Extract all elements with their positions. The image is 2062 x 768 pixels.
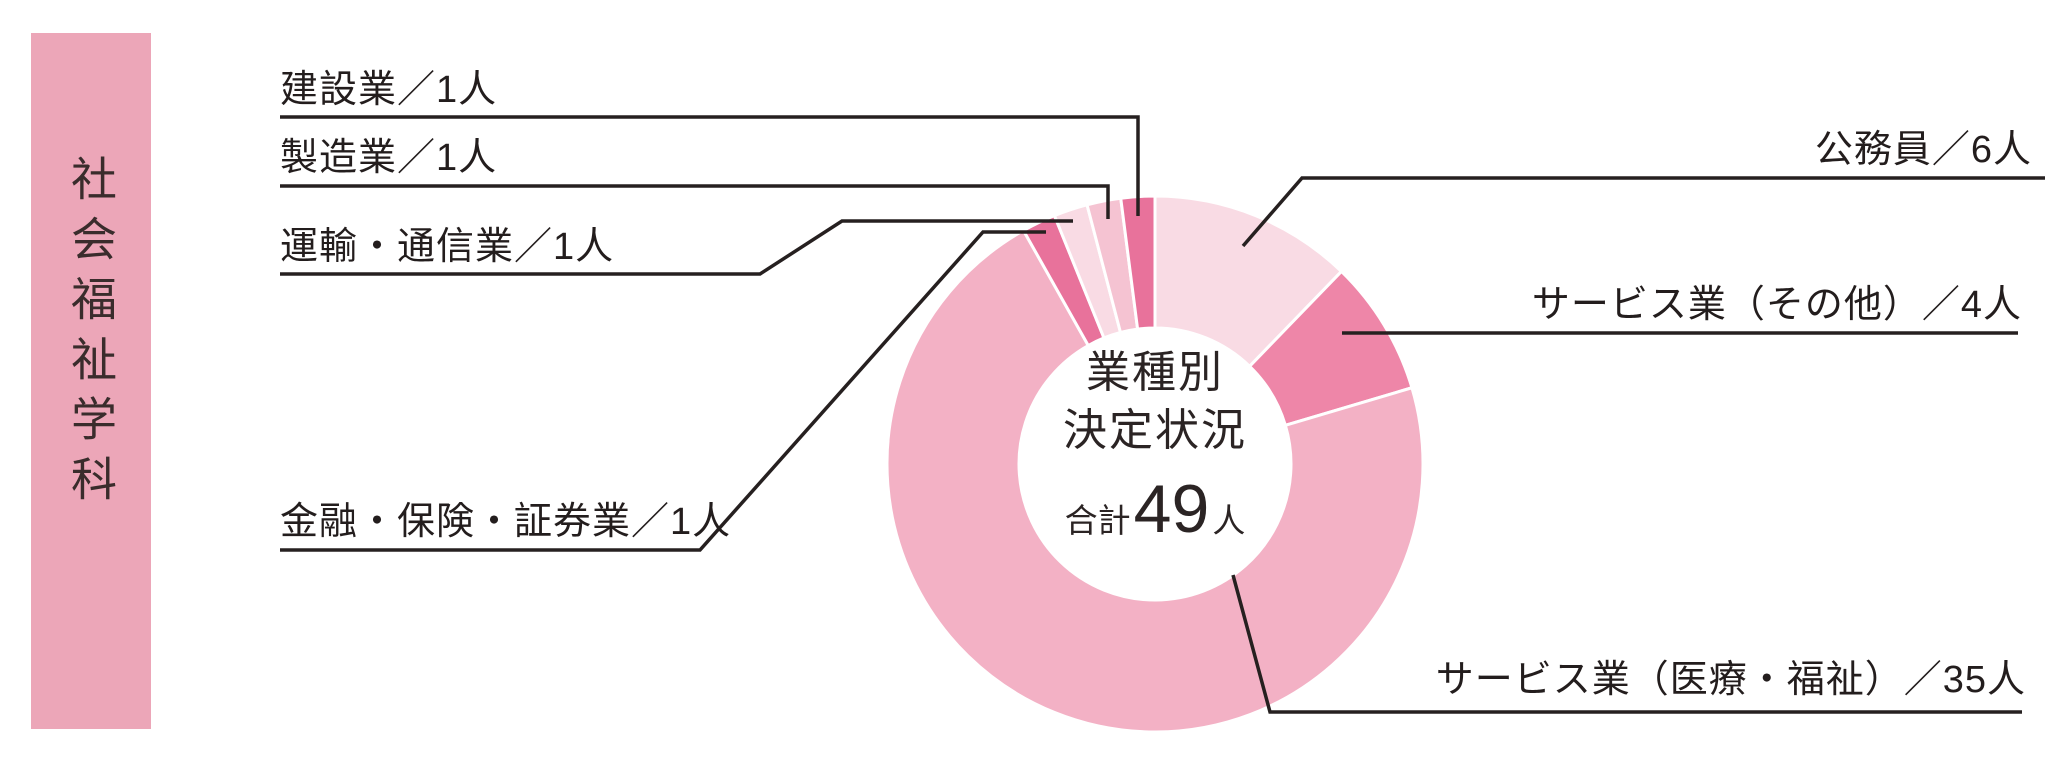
callout-label-manufacturing: 製造業／1人	[280, 137, 498, 179]
department-banner: 社会福祉学科	[31, 33, 151, 729]
callout-label-service-medical: サービス業（医療・福祉）／35人	[1435, 659, 2026, 701]
callout-label-construction: 建設業／1人	[280, 69, 498, 111]
leader-line-finance	[280, 230, 1046, 552]
leader-line-construction	[280, 115, 1140, 216]
callout-label-finance: 金融・保険・証券業／1人	[280, 501, 732, 543]
total-prefix: 合計	[1064, 502, 1131, 539]
leader-line-civil-servant	[1241, 176, 2045, 248]
chart-title-line2: 決定状況	[1063, 406, 1247, 455]
chart-total: 合計 49 人	[1065, 470, 1246, 548]
total-value: 49	[1133, 471, 1210, 547]
donut-segment-2	[885, 228, 1425, 734]
chart-title-line1: 業種別	[1086, 348, 1224, 397]
chart-center-label: 業種別 決定状況 合計 49 人	[1005, 344, 1305, 548]
callout-label-transport: 運輸・通信業／1人	[280, 226, 615, 268]
total-suffix: 人	[1212, 502, 1246, 539]
leader-line-manufacturing	[280, 184, 1110, 219]
callout-label-service-other: サービス業（その他）／4人	[1531, 284, 2022, 326]
donut-segments	[885, 194, 1425, 734]
department-title: 社会福祉学科	[65, 155, 117, 515]
donut-segment-6	[1119, 194, 1157, 331]
donut-segment-0	[1153, 194, 1343, 368]
callout-label-civil-servant: 公務員／6人	[1814, 129, 2032, 171]
leader-line-transport	[280, 219, 1073, 276]
leader-line-service-medical	[1231, 574, 2022, 714]
